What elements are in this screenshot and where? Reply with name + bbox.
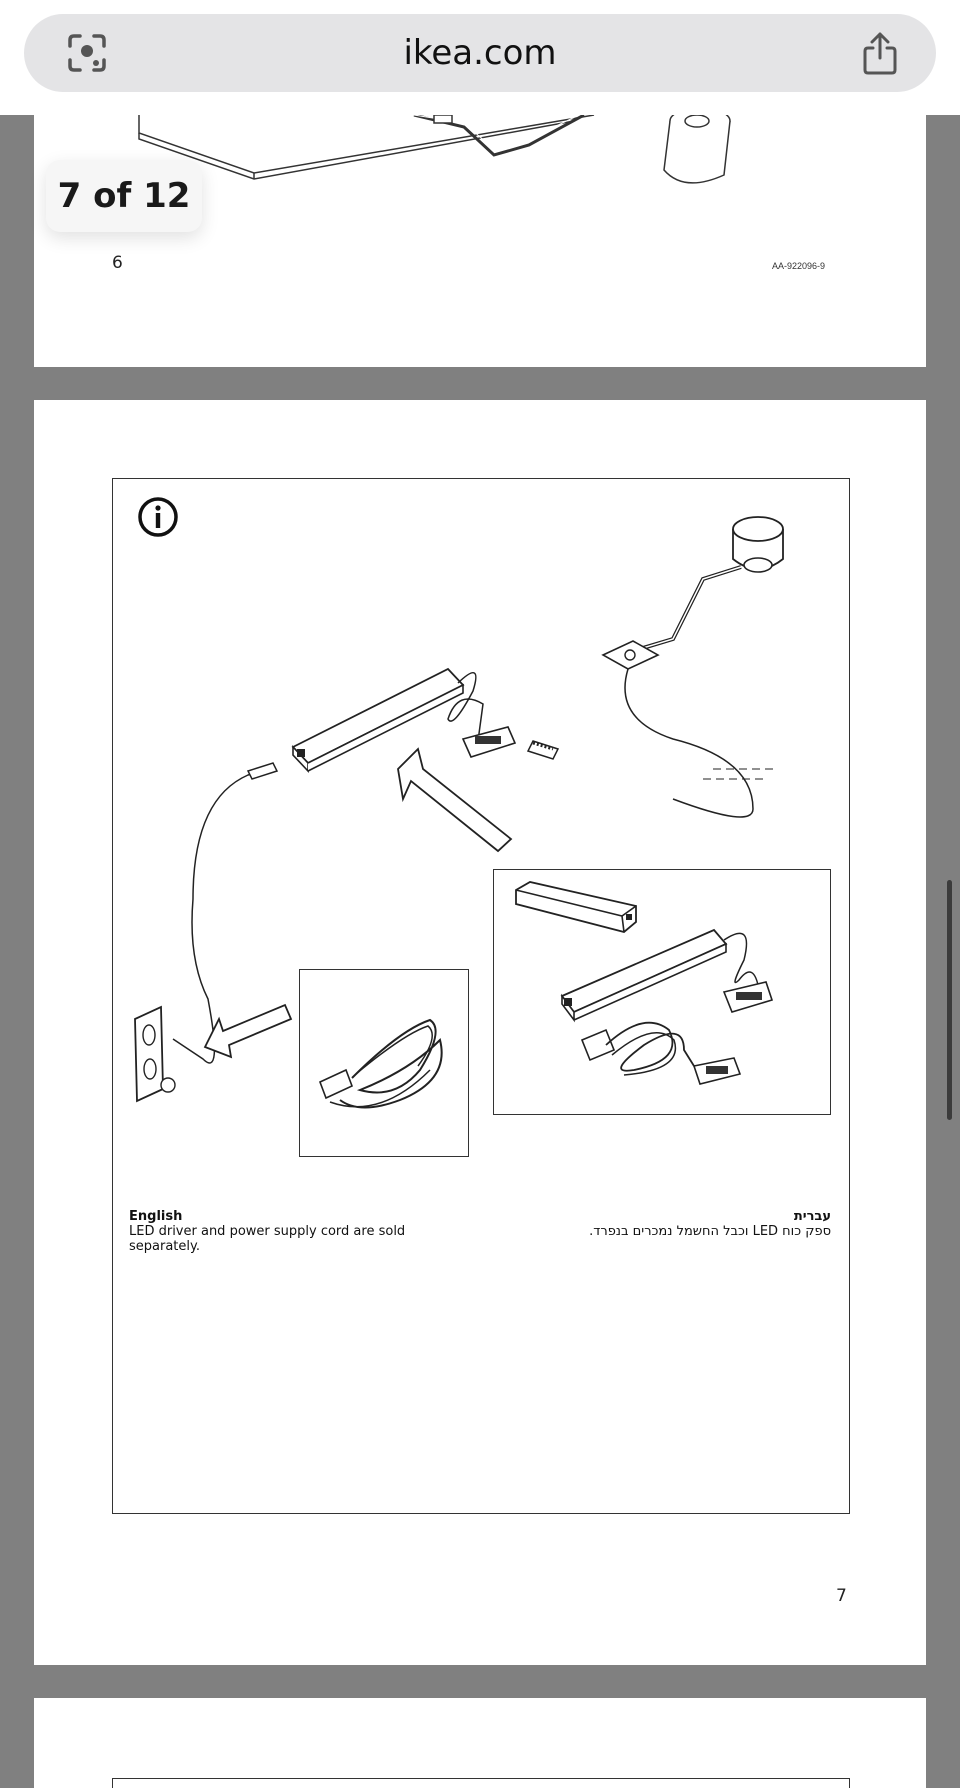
english-heading: English: [129, 1209, 183, 1224]
pdf-page-6: 6 AA-922096-9: [34, 115, 926, 367]
page-counter: 7 of 12: [46, 160, 202, 232]
hebrew-text: ספק כוח LED וכבל החשמל נמכרים בנפרד.: [589, 1224, 831, 1239]
english-text: LED driver and power supply cord are sol…: [129, 1224, 406, 1254]
page-number: 6: [112, 253, 123, 273]
instruction-frame: English LED driver and power supply cord…: [112, 478, 850, 1514]
next-page-frame: [112, 1778, 850, 1788]
page-number: 7: [836, 1586, 847, 1606]
hebrew-heading: עברית: [793, 1209, 831, 1224]
power-cord-illustration: [318, 1018, 443, 1109]
power-cord-inset: [299, 969, 469, 1157]
driver-inset: [493, 869, 831, 1115]
driver-options-illustration: [515, 881, 774, 1085]
browser-toolbar: ikea.com: [0, 0, 960, 115]
share-icon[interactable]: [860, 30, 900, 76]
url-text: ikea.com: [403, 33, 557, 73]
pdf-page-7: English LED driver and power supply cord…: [34, 400, 926, 1665]
document-code: AA-922096-9: [772, 261, 826, 271]
address-bar[interactable]: ikea.com: [24, 14, 936, 92]
pdf-page-8: [34, 1698, 926, 1788]
info-icon: [138, 497, 178, 537]
led-driver-illustration: [134, 516, 784, 1103]
lamp-install-illustration: [138, 115, 731, 184]
camera-lens-icon[interactable]: [66, 32, 108, 74]
scrollbar[interactable]: [947, 880, 952, 1120]
